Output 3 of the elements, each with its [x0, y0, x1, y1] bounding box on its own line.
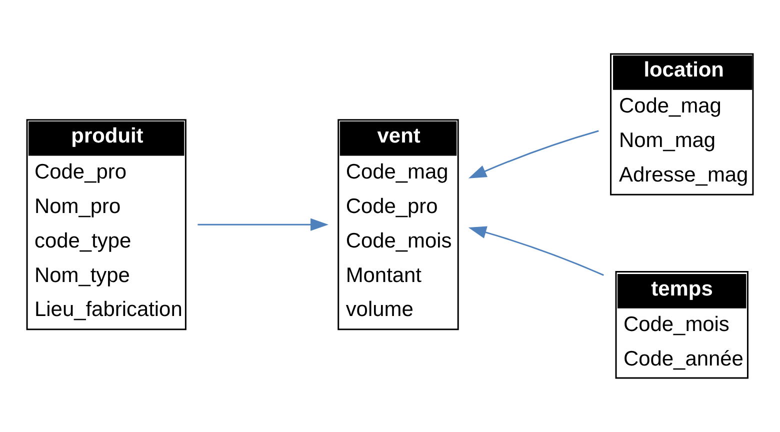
arrow [468, 130, 599, 178]
arrow [468, 226, 604, 276]
arrow [198, 218, 328, 231]
